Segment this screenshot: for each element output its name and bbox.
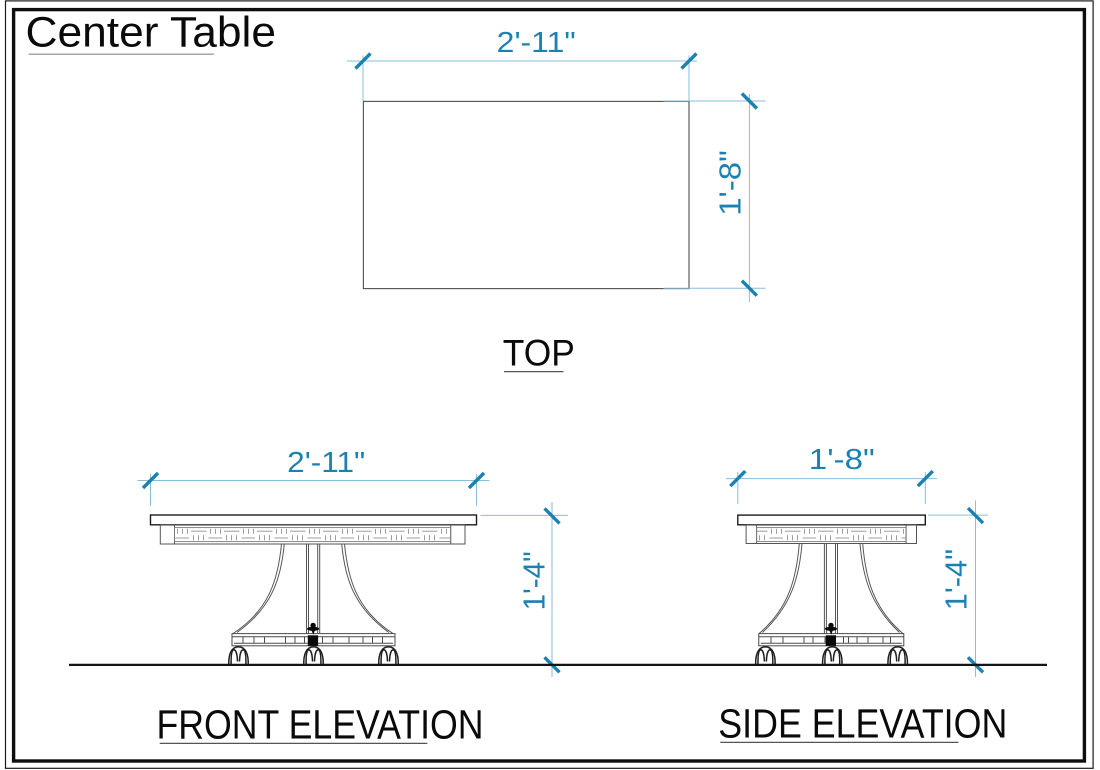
svg-text:2'-11": 2'-11" xyxy=(497,27,576,59)
svg-text:TOP: TOP xyxy=(503,333,575,374)
svg-text:2'-11": 2'-11" xyxy=(287,447,365,479)
svg-text:1'-8": 1'-8" xyxy=(809,444,875,476)
svg-text:1'-4": 1'-4" xyxy=(940,549,974,611)
svg-text:SIDE ELEVATION: SIDE ELEVATION xyxy=(718,701,1007,747)
svg-text:1'-4": 1'-4" xyxy=(518,551,552,610)
svg-text:Center Table: Center Table xyxy=(26,9,277,57)
svg-text:FRONT ELEVATION: FRONT ELEVATION xyxy=(157,702,484,748)
svg-text:1'-8": 1'-8" xyxy=(714,150,748,216)
